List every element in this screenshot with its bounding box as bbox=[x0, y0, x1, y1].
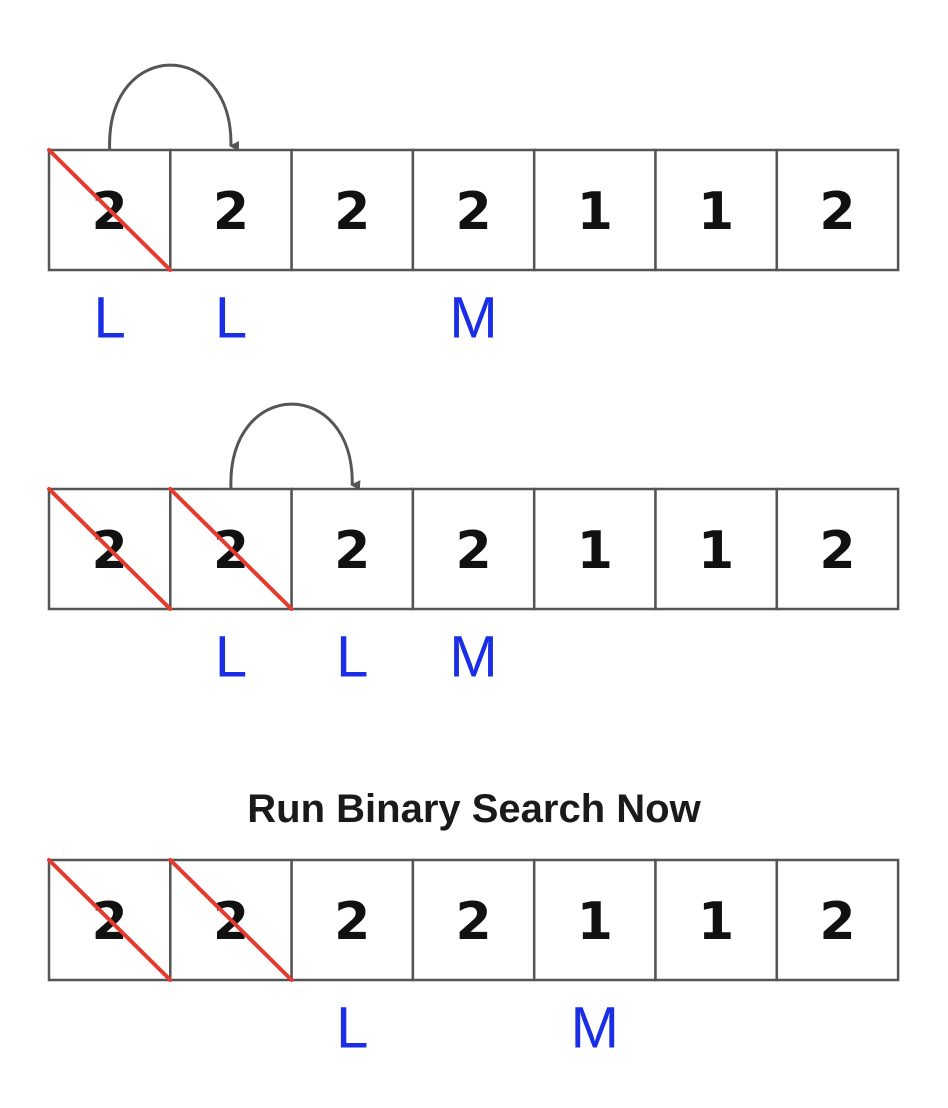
cell-value: 2 bbox=[334, 182, 370, 242]
array-cell bbox=[775, 487, 900, 611]
array-row-2: 2222112LLM bbox=[47, 402, 900, 690]
cross-out-line bbox=[47, 858, 173, 982]
array-cell bbox=[411, 858, 536, 982]
array-cell bbox=[532, 487, 657, 611]
cell-value: 1 bbox=[698, 182, 734, 242]
cell-value: 1 bbox=[698, 892, 734, 952]
array-row-3: Run Binary Search Now2222112LM bbox=[47, 787, 900, 1061]
array-rows: 2222112LLM2222112LLMRun Binary Search No… bbox=[47, 63, 900, 1061]
cross-out-line bbox=[47, 487, 173, 611]
mid-pointer-label: M bbox=[449, 625, 497, 690]
array-cell bbox=[775, 858, 900, 982]
cell-value: 2 bbox=[334, 892, 370, 952]
move-arrow bbox=[108, 63, 240, 152]
cell-value: 2 bbox=[334, 521, 370, 581]
cell-value: 2 bbox=[819, 892, 855, 952]
array-cell bbox=[532, 148, 657, 272]
array-cell bbox=[411, 487, 536, 611]
cross-out-line bbox=[47, 148, 173, 272]
cross-out-line bbox=[168, 487, 294, 611]
cell-value: 2 bbox=[213, 182, 249, 242]
cell-value: 2 bbox=[455, 892, 491, 952]
array-row-1: 2222112LLM bbox=[47, 63, 900, 351]
cell-value: 2 bbox=[819, 521, 855, 581]
cross-out-line bbox=[168, 858, 294, 982]
cell-value: 2 bbox=[455, 521, 491, 581]
array-cell bbox=[532, 858, 657, 982]
left-pointer-label: L bbox=[215, 625, 247, 690]
array-cell bbox=[290, 858, 415, 982]
left-pointer-label: L bbox=[336, 625, 368, 690]
cell-value: 1 bbox=[577, 521, 613, 581]
heading-label: Run Binary Search Now bbox=[247, 787, 701, 831]
left-pointer-label: L bbox=[215, 286, 247, 351]
cell-value: 1 bbox=[577, 892, 613, 952]
move-arrow bbox=[229, 402, 361, 491]
cell-value: 1 bbox=[698, 521, 734, 581]
array-cell bbox=[290, 487, 415, 611]
array-cell bbox=[775, 148, 900, 272]
mid-pointer-label: M bbox=[571, 996, 619, 1061]
cell-value: 1 bbox=[577, 182, 613, 242]
array-cell bbox=[290, 148, 415, 272]
array-cell bbox=[654, 487, 779, 611]
left-pointer-label: L bbox=[336, 996, 368, 1061]
array-cell bbox=[654, 858, 779, 982]
array-cell bbox=[411, 148, 536, 272]
array-cell bbox=[654, 148, 779, 272]
cell-value: 2 bbox=[819, 182, 855, 242]
left-pointer-label: L bbox=[94, 286, 126, 351]
mid-pointer-label: M bbox=[449, 286, 497, 351]
cell-value: 2 bbox=[455, 182, 491, 242]
